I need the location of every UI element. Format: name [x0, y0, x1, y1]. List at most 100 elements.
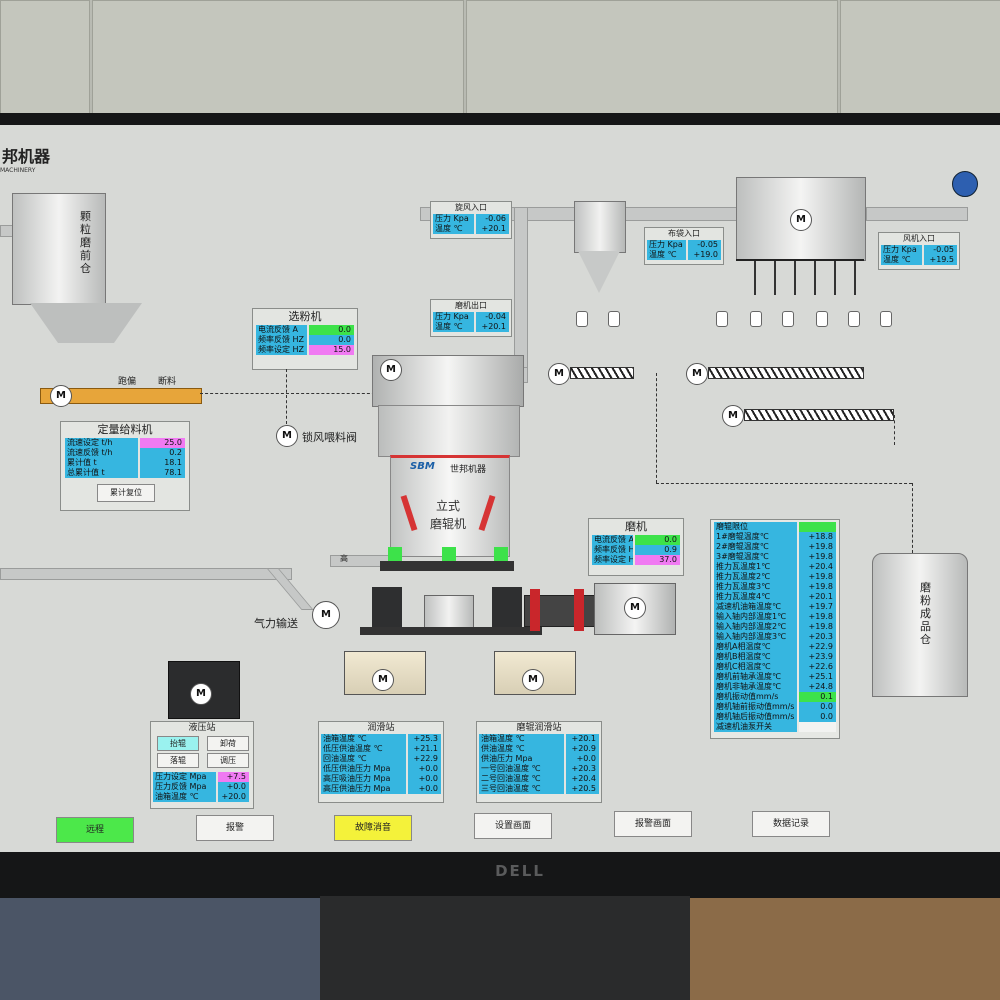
screw3-motor-icon[interactable]: M	[722, 405, 744, 427]
lube-row: 低压供油压力 Mpa+0.0	[321, 764, 441, 774]
adjust-pressure-button[interactable]: 调压	[207, 753, 249, 768]
drop-roller-button[interactable]: 落辊	[157, 753, 199, 768]
lube-label: 回油温度 ℃	[321, 754, 406, 764]
bag-valve-5[interactable]	[848, 311, 860, 327]
temperature-row: 输入轴内部温度2℃+19.8	[714, 622, 836, 632]
screw-conveyor-1[interactable]	[570, 367, 634, 379]
settings-button[interactable]: 设置画面	[474, 813, 552, 839]
cyclone-inlet-label: 温度 ℃	[433, 224, 474, 234]
pneumatic-motor-icon[interactable]: M	[312, 601, 340, 629]
accum-reset-button[interactable]: 累计复位	[97, 484, 155, 502]
feeder-belt[interactable]	[40, 388, 202, 404]
temperature-value: +18.8	[799, 532, 836, 542]
bag-valve-4[interactable]	[816, 311, 828, 327]
cyclone-valve-2[interactable]	[608, 311, 620, 327]
cyclone-cone	[578, 251, 620, 293]
classifier-value[interactable]: 15.0	[309, 345, 354, 355]
hydraulic-value[interactable]: +7.5	[218, 772, 249, 782]
temperature-value: +19.8	[799, 582, 836, 592]
cabinet-center-right	[466, 0, 838, 120]
classifier-motor-icon[interactable]: M	[380, 359, 402, 381]
quant-value[interactable]: 25.0	[140, 438, 185, 448]
temperature-label: 减速机油箱温度℃	[714, 602, 797, 612]
temperature-label: 减速机油泵开关	[714, 722, 797, 732]
quant-label: 流速设定 t/h	[65, 438, 138, 448]
screw2-motor-icon[interactable]: M	[686, 363, 708, 385]
mill-base-leg-right	[492, 587, 522, 627]
mill-outlet-row: 温度 ℃+20.1	[433, 322, 509, 332]
lube-label: 低压供油温度 ℃	[321, 744, 406, 754]
fan-valve-icon[interactable]	[952, 171, 978, 197]
hydraulic-label: 压力反馈 Mpa	[153, 782, 216, 792]
dash-classifier	[286, 369, 287, 424]
grinder-panel: 磨机 电流反馈 A0.0 频率反馈 HZ0.9 频率设定 HZ37.0	[588, 518, 684, 576]
lift-roller-button[interactable]: 抬辊	[157, 736, 199, 751]
brand-sub: MACHINERY	[0, 167, 36, 174]
hydraulic-motor-icon[interactable]: M	[190, 683, 212, 705]
roller-lube-label: 一号回油温度 ℃	[479, 764, 564, 774]
temperature-value	[799, 522, 836, 532]
cyclone-inlet-value: +20.1	[476, 224, 509, 234]
lube-value: +0.0	[408, 774, 441, 784]
temperature-value: +19.8	[799, 622, 836, 632]
dash-screw-down	[656, 373, 657, 483]
data-log-button[interactable]: 数据记录	[752, 811, 830, 837]
roller-lube-value: +0.0	[566, 754, 599, 764]
lube-label: 高压供油压力 Mpa	[321, 784, 406, 794]
roller-lube-motor-icon[interactable]: M	[522, 669, 544, 691]
screw-conveyor-2[interactable]	[708, 367, 864, 379]
temperature-label: 输入轴内部温度2℃	[714, 622, 797, 632]
hydraulic-panel: 液压站 抬辊 卸荷 落辊 调压 压力设定 Mpa+7.5 压力反馈 Mpa+0.…	[150, 721, 254, 809]
monitor-brand: DELL	[495, 862, 545, 880]
lube-value: +25.3	[408, 734, 441, 744]
cyclone-valve-1[interactable]	[576, 311, 588, 327]
bag-valve-2[interactable]	[750, 311, 762, 327]
temperature-row: 1#磨辊温度℃+18.8	[714, 532, 836, 542]
temperature-row: 磨辊限位	[714, 522, 836, 532]
mill-name-line1: 立式	[436, 499, 461, 513]
fault-reset-button[interactable]: 故障消音	[334, 815, 412, 841]
temperature-label: 1#磨辊温度℃	[714, 532, 797, 542]
alarm-screen-button[interactable]: 报警画面	[614, 811, 692, 837]
pipe-riser	[514, 207, 528, 379]
floor-right	[690, 896, 1000, 1000]
dash-screw3-right	[894, 415, 895, 445]
bag-valve-3[interactable]	[782, 311, 794, 327]
roller-lube-row: 一号回油温度 ℃+20.3	[479, 764, 599, 774]
mill-gearbox[interactable]	[424, 595, 474, 631]
pneumatic-high-label: 高	[340, 554, 348, 563]
screw1-motor-icon[interactable]: M	[548, 363, 570, 385]
temperature-row: 磨机前轴承温度℃+25.1	[714, 672, 836, 682]
screw-conveyor-3[interactable]	[744, 409, 894, 421]
fan-inlet-label: 温度 ℃	[881, 255, 922, 265]
mill-outlet-label: 压力 Kpa	[433, 312, 474, 322]
roller-lube-row: 二号回油温度 ℃+20.4	[479, 774, 599, 784]
remote-button[interactable]: 远程	[56, 817, 134, 843]
mill-foundation	[360, 627, 542, 635]
lock-valve-motor-icon[interactable]: M	[276, 425, 298, 447]
bag-filter-motor-icon[interactable]: M	[790, 209, 812, 231]
roller-lube-panel: 磨辊润滑站 油箱温度 ℃+20.1 供油温度 ℃+20.9 供油压力 Mpa+0…	[476, 721, 602, 803]
lube-motor-icon[interactable]: M	[372, 669, 394, 691]
pneumatic-label: 气力输送	[254, 617, 298, 630]
alarm-button[interactable]: 报警	[196, 815, 274, 841]
classifier-value: 0.0	[309, 335, 354, 345]
bag-valve-6[interactable]	[880, 311, 892, 327]
temperature-row: 磨机B相温度℃+23.9	[714, 652, 836, 662]
feeder-motor-icon[interactable]: M	[50, 385, 72, 407]
pipe-pneumatic	[0, 568, 292, 580]
grinder-value[interactable]: 37.0	[635, 555, 680, 565]
bag-valve-1[interactable]	[716, 311, 728, 327]
temperature-label: 磨机轴后振动值mm/s	[714, 712, 797, 722]
temperature-row: 推力瓦温度3℃+19.8	[714, 582, 836, 592]
lube-label: 高压吸油压力 Mpa	[321, 774, 406, 784]
lube-value: +0.0	[408, 764, 441, 774]
main-motor-icon[interactable]: M	[624, 597, 646, 619]
temperature-label: 磨辊限位	[714, 522, 797, 532]
unload-button[interactable]: 卸荷	[207, 736, 249, 751]
floor-left	[0, 896, 320, 1000]
temperature-value: 0.0	[799, 712, 836, 722]
